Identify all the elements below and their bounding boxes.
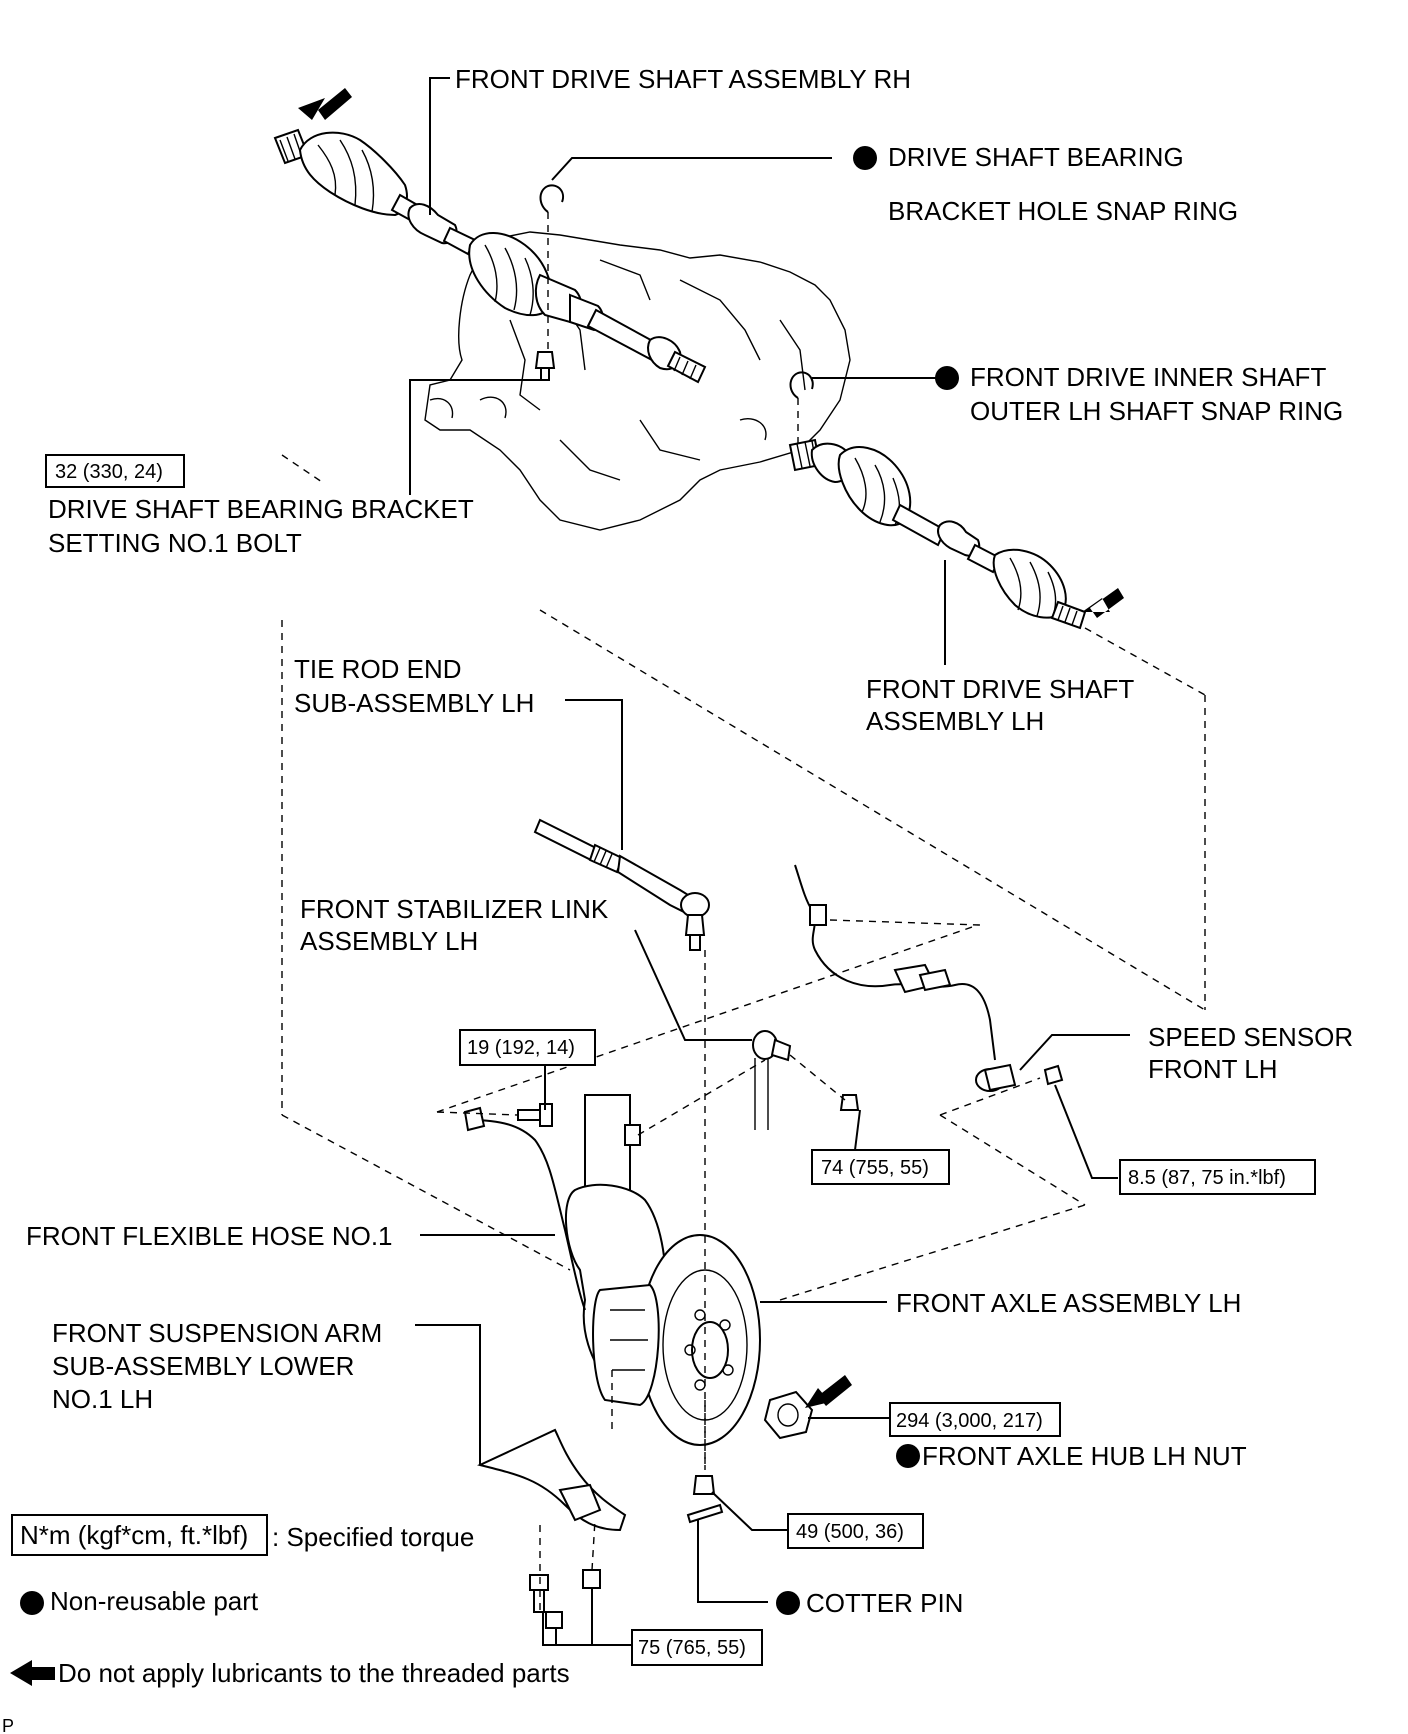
bearing-bracket-bolt xyxy=(534,351,556,381)
tie-rod-end xyxy=(533,818,710,951)
legend-torque-unit: N*m (kgf*cm, ft.*lbf) xyxy=(20,1520,248,1550)
transaxle-housing xyxy=(424,231,851,531)
torque-arm-bolts: 75 (765, 55) xyxy=(638,1637,746,1659)
label-snap-ring-rh-2: BRACKET HOLE SNAP RING xyxy=(888,196,1238,226)
label-cotter-pin: COTTER PIN xyxy=(806,1588,963,1618)
suspension-arm xyxy=(477,1428,627,1532)
legend-torque-desc: : Specified torque xyxy=(272,1522,474,1552)
flexible-hose xyxy=(469,1119,586,1311)
snap-ring-rh xyxy=(539,184,564,213)
label-suspension-arm-2: SUB-ASSEMBLY LOWER xyxy=(52,1351,354,1381)
label-snap-ring-lh-1: FRONT DRIVE INNER SHAFT xyxy=(970,362,1326,392)
torque-bearing-bolt: 32 (330, 24) xyxy=(55,461,163,483)
tie-rod-nut xyxy=(692,1475,716,1495)
label-tie-rod-end-2: SUB-ASSEMBLY LH xyxy=(294,688,534,718)
torque-box-speed-sensor-bolt xyxy=(1119,1159,1316,1195)
legend-no-lube-arrow xyxy=(10,1660,55,1686)
front-axle-assembly xyxy=(564,1094,761,1446)
label-bearing-bolt-1: DRIVE SHAFT BEARING BRACKET xyxy=(48,494,474,524)
legend-torque-box xyxy=(11,1514,268,1556)
legend-non-reusable: Non-reusable part xyxy=(50,1586,259,1616)
label-stabilizer-link-1: FRONT STABILIZER LINK xyxy=(300,894,609,924)
torque-box-stabilizer-nut xyxy=(811,1149,950,1185)
label-suspension-arm-1: FRONT SUSPENSION ARM xyxy=(52,1318,382,1348)
label-snap-ring-lh-2: OUTER LH SHAFT SNAP RING xyxy=(970,396,1343,426)
label-flexible-hose: FRONT FLEXIBLE HOSE NO.1 xyxy=(26,1221,393,1251)
non-reusable-dot-hub-nut xyxy=(896,1444,920,1468)
label-front-drive-shaft-lh-2: ASSEMBLY LH xyxy=(866,706,1044,736)
legend-non-reusable-dot xyxy=(20,1591,44,1615)
torque-box-tie-rod-nut xyxy=(787,1513,924,1549)
label-speed-sensor-2: FRONT LH xyxy=(1148,1054,1278,1084)
torque-stabilizer-nut: 74 (755, 55) xyxy=(821,1157,929,1179)
torque-speed-sensor-bolt: 8.5 (87, 75 in.*lbf) xyxy=(1128,1167,1286,1189)
torque-box-arm-bolts xyxy=(631,1629,763,1666)
bracket-bolt xyxy=(517,1103,553,1127)
torque-box-hub-nut xyxy=(889,1402,1061,1437)
label-hub-nut: FRONT AXLE HUB LH NUT xyxy=(922,1441,1247,1471)
no-lube-arrow-lh xyxy=(1082,588,1124,618)
torque-hub-nut: 294 (3,000, 217) xyxy=(896,1410,1043,1432)
non-reusable-dot-snap-ring-lh xyxy=(935,366,959,390)
leader-lines xyxy=(409,77,1130,1646)
non-reusable-dot-cotter-pin xyxy=(776,1591,800,1615)
stabilizer-link xyxy=(752,1030,860,1130)
flexible-hose-bracket xyxy=(463,1106,486,1132)
speed-sensor xyxy=(794,864,1064,1092)
label-bearing-bolt-2: SETTING NO.1 BOLT xyxy=(48,528,302,558)
label-front-drive-shaft-rh: FRONT DRIVE SHAFT ASSEMBLY RH xyxy=(455,64,911,94)
no-lube-arrow-rh xyxy=(298,88,352,120)
torque-tie-rod-nut: 49 (500, 36) xyxy=(796,1521,904,1543)
hub-nut xyxy=(763,1390,814,1440)
non-reusable-dot-snap-ring-rh xyxy=(853,146,877,170)
corner-mark: P xyxy=(2,1716,14,1734)
label-suspension-arm-3: NO.1 LH xyxy=(52,1384,153,1414)
torque-box-bracket-bolt xyxy=(459,1029,596,1066)
torque-box-bearing-bolt xyxy=(45,454,185,488)
legend-no-lubricant: Do not apply lubricants to the threaded … xyxy=(58,1658,570,1688)
label-snap-ring-rh-1: DRIVE SHAFT BEARING xyxy=(888,142,1184,172)
label-front-drive-shaft-lh-1: FRONT DRIVE SHAFT xyxy=(866,674,1134,704)
label-stabilizer-link-2: ASSEMBLY LH xyxy=(300,926,478,956)
front-drive-shaft-lh xyxy=(788,438,1087,630)
snap-ring-lh xyxy=(789,371,814,399)
label-front-axle: FRONT AXLE ASSEMBLY LH xyxy=(896,1288,1241,1318)
label-speed-sensor-1: SPEED SENSOR xyxy=(1148,1022,1353,1052)
torque-bracket-bolt: 19 (192, 14) xyxy=(467,1037,575,1059)
no-lube-arrow-hub xyxy=(805,1375,852,1408)
front-drive-shaft-rh xyxy=(273,128,707,384)
cotter-pin-part xyxy=(686,1503,724,1524)
alignment-lines xyxy=(281,212,1206,1610)
label-tie-rod-end-1: TIE ROD END xyxy=(294,654,462,684)
